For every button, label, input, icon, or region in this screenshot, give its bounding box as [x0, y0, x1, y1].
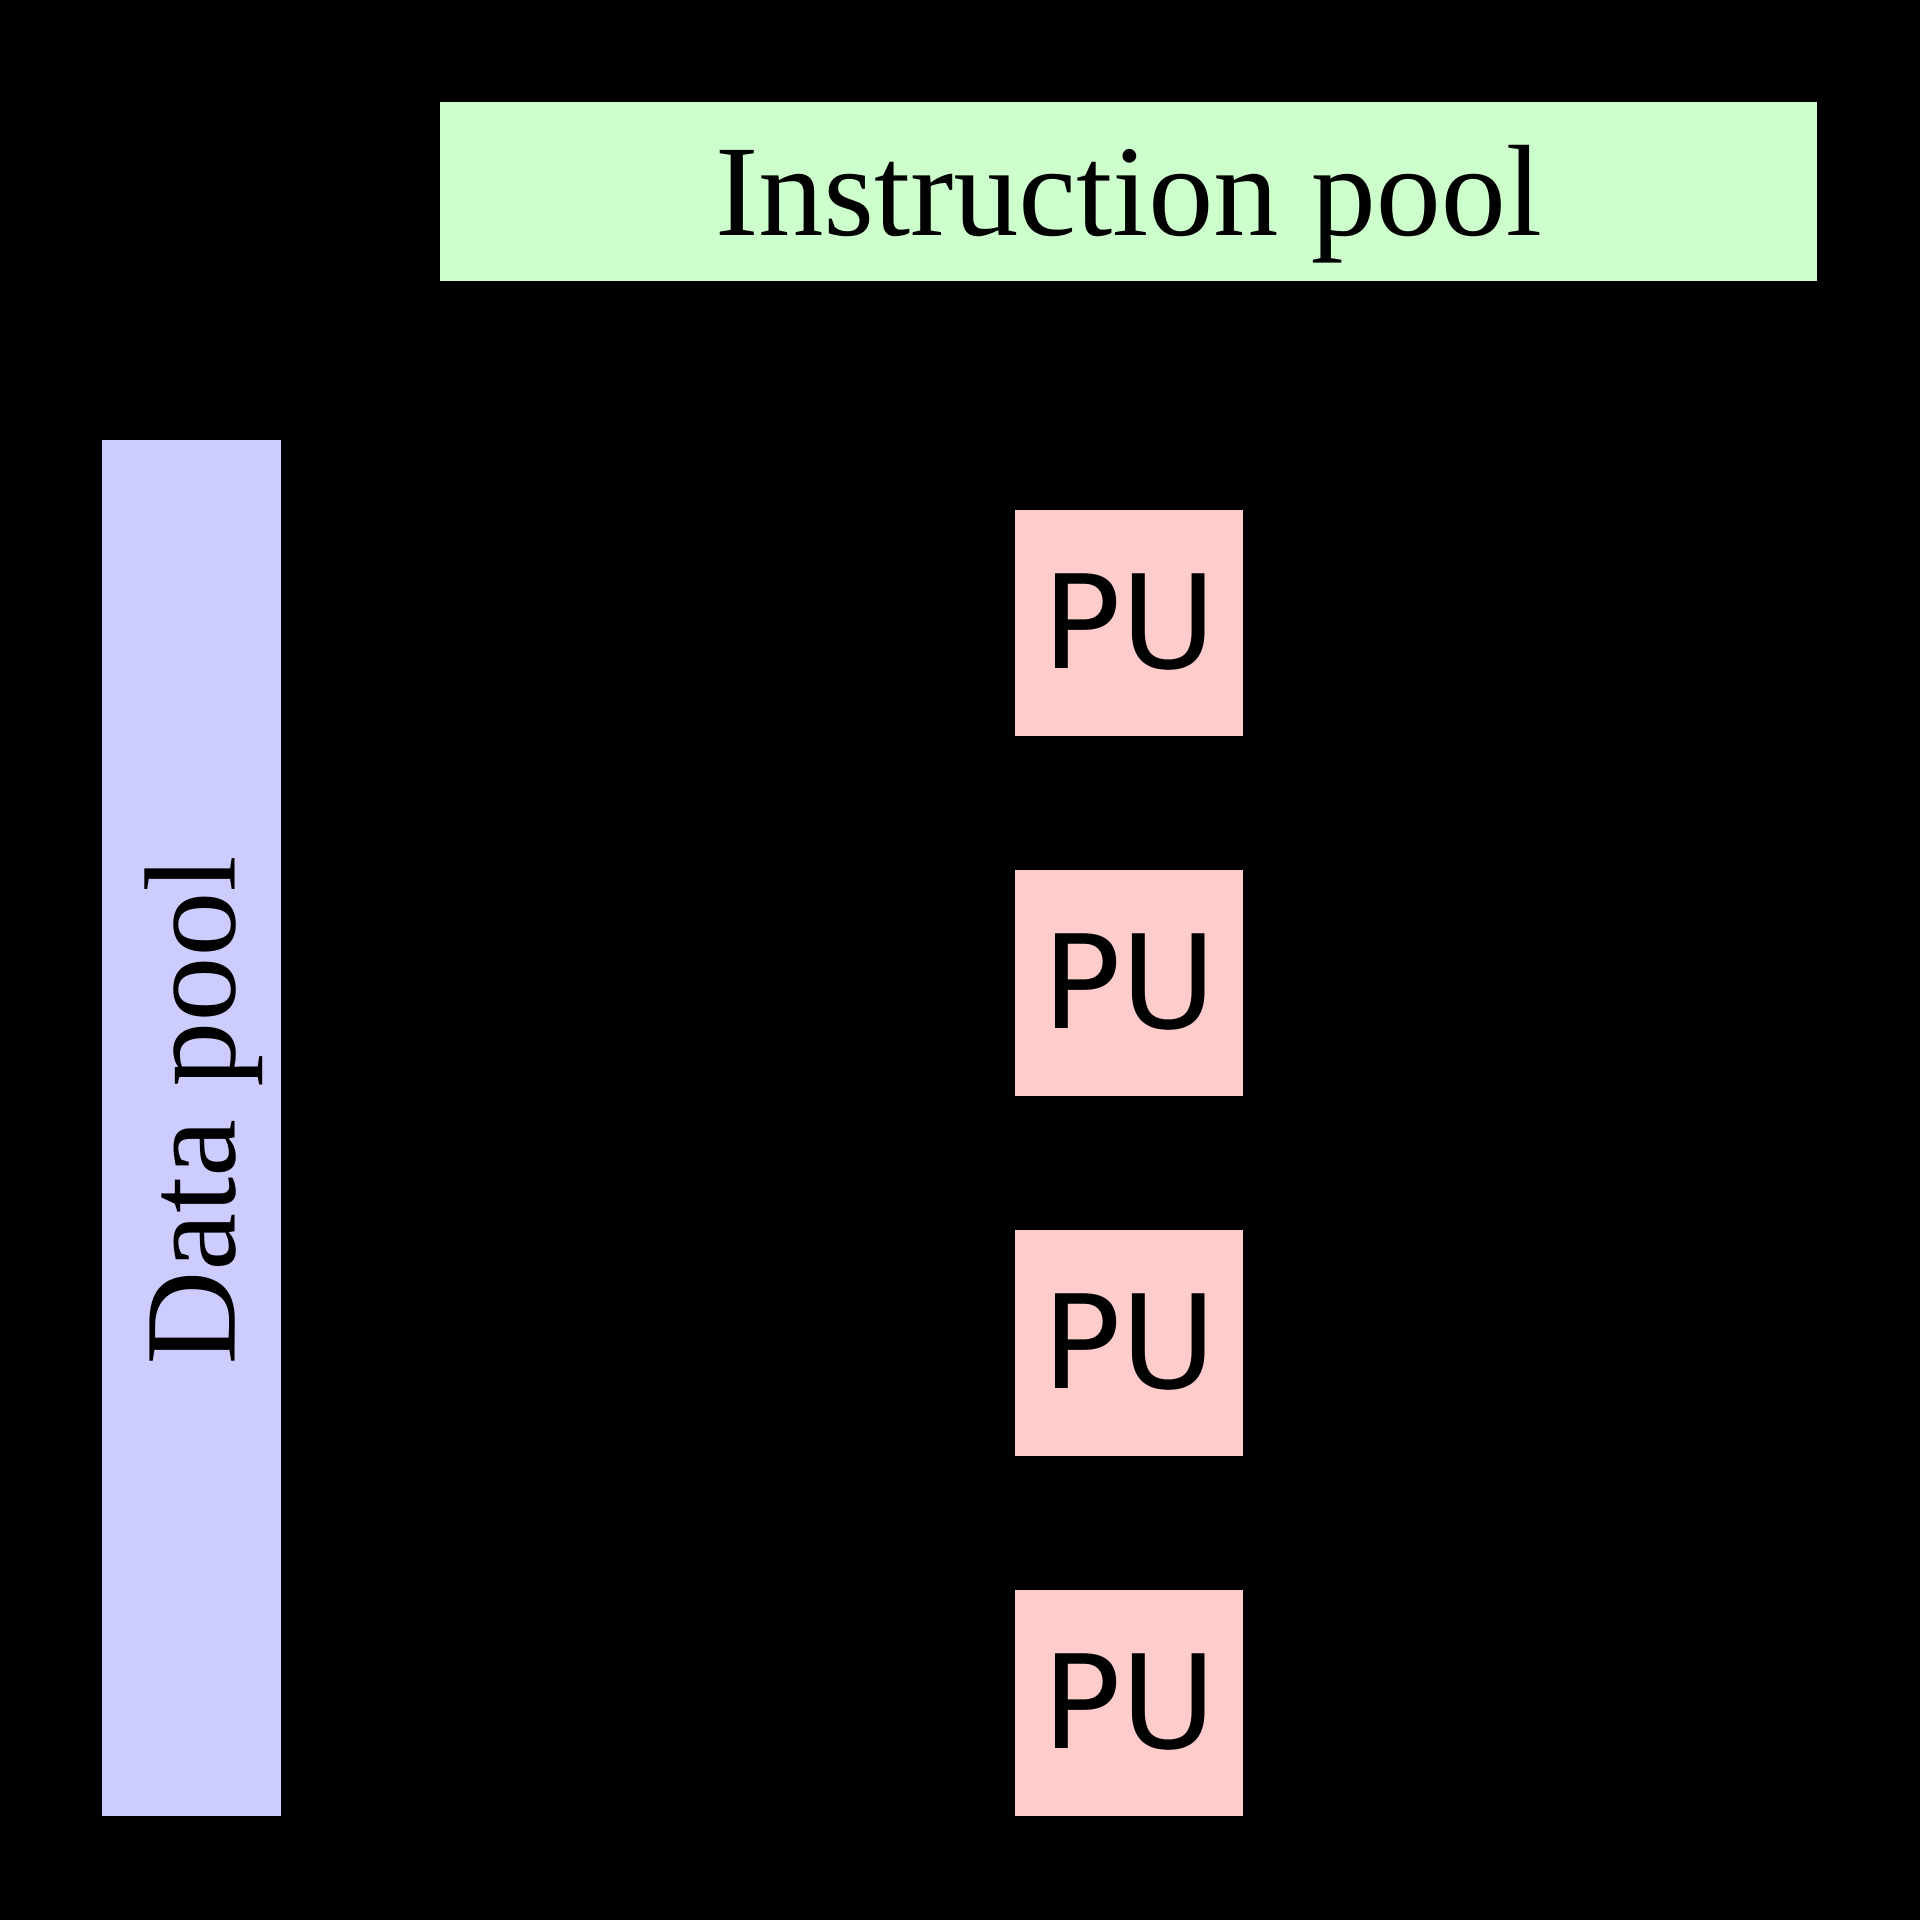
processing-unit-box-4: PU	[1013, 1588, 1245, 1818]
instruction-pool-bar: Instruction pool	[438, 100, 1819, 283]
data-pool-bar: Data pool	[100, 438, 283, 1818]
instruction-pool-label: Instruction pool	[715, 119, 1542, 264]
processing-unit-label-4: PU	[1042, 1627, 1216, 1779]
processing-unit-label-1: PU	[1042, 547, 1216, 699]
processing-unit-box-1: PU	[1013, 508, 1245, 738]
processing-unit-box-3: PU	[1013, 1228, 1245, 1458]
processing-unit-box-2: PU	[1013, 868, 1245, 1098]
processing-unit-label-3: PU	[1042, 1267, 1216, 1419]
data-pool-label: Data pool	[119, 855, 264, 1365]
processing-unit-label-2: PU	[1042, 907, 1216, 1059]
